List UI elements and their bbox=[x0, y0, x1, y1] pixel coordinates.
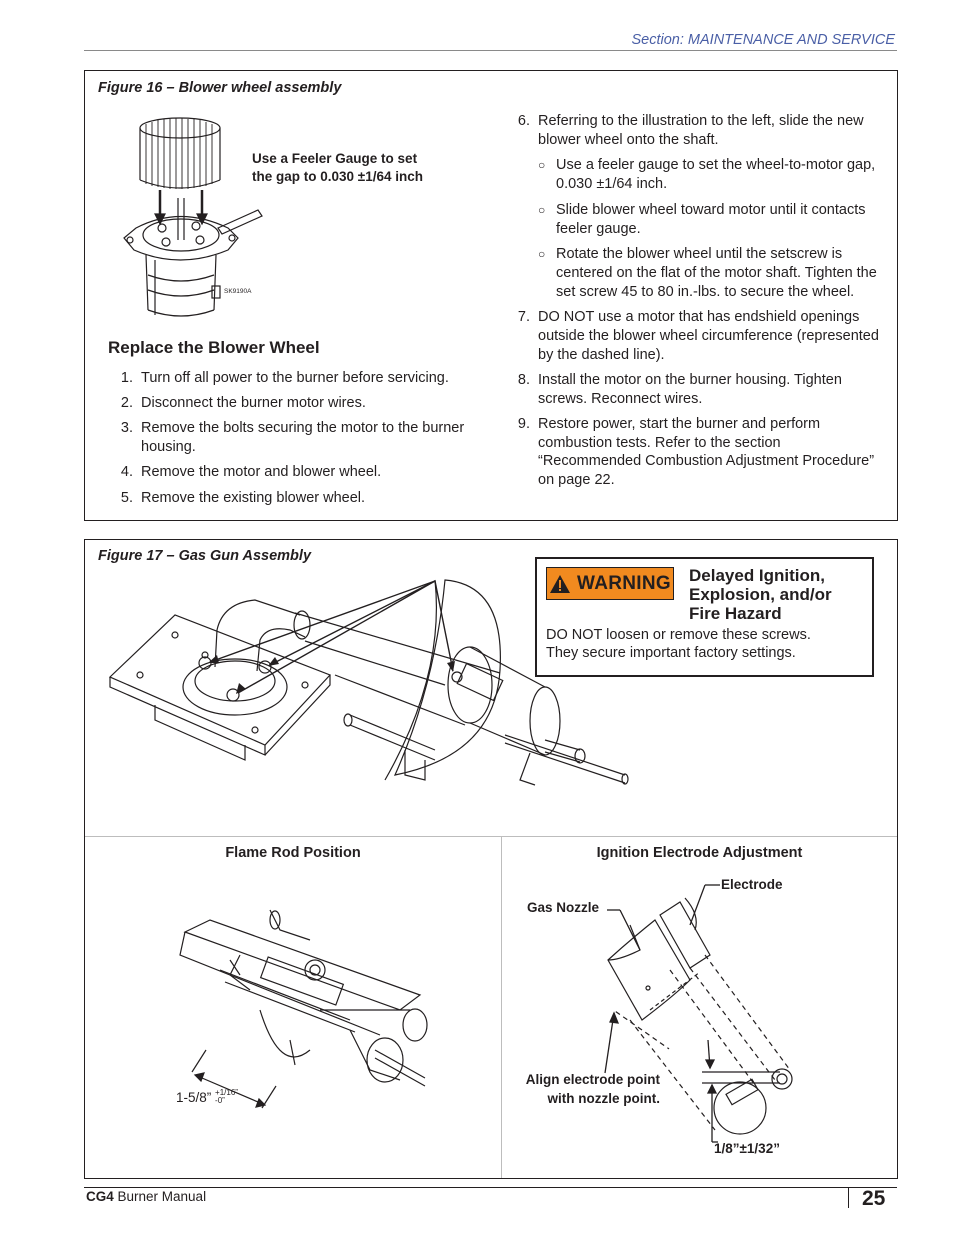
warning-triangle-icon bbox=[550, 574, 571, 593]
list-item: 2.Disconnect the burner motor wires. bbox=[120, 395, 366, 412]
align-label: Align electrode point with nozzle point. bbox=[525, 1072, 660, 1106]
flame-rod-dimension: 1-5/8” +1/16” -0” bbox=[176, 1088, 238, 1106]
list-item: 3.Remove the bolts securing the motor to… bbox=[120, 420, 465, 456]
ignition-title: Ignition Electrode Adjustment bbox=[596, 845, 803, 861]
tol-plus: +1/16” bbox=[215, 1088, 238, 1097]
gas-nozzle-label: Gas Nozzle bbox=[527, 900, 600, 915]
footer-brand: CG4 bbox=[86, 1189, 114, 1204]
footer-rule bbox=[84, 1187, 897, 1188]
tol-minus: -0” bbox=[215, 1096, 225, 1105]
footer-title: CG4 Burner Manual bbox=[86, 1189, 206, 1204]
footer-divider bbox=[848, 1187, 849, 1208]
callout-line-1: Use a Feeler Gauge to set bbox=[252, 151, 418, 166]
replace-heading: Replace the Blower Wheel bbox=[108, 338, 320, 357]
right-steps: 6.Referring to the illustration to the l… bbox=[508, 112, 886, 496]
list-item: 9.Restore power, start the burner and pe… bbox=[517, 415, 875, 488]
flame-rod-title: Flame Rod Position bbox=[225, 845, 361, 861]
header-rule bbox=[84, 50, 897, 51]
list-item: 6.Referring to the illustration to the l… bbox=[508, 112, 886, 301]
list-item: 5.Remove the existing blower wheel. bbox=[120, 489, 366, 506]
warning-body: DO NOT loosen or remove these screws. Th… bbox=[546, 627, 811, 661]
flame-rod-illustration bbox=[179, 909, 428, 1109]
list-item: 8.Install the motor on the burner housin… bbox=[517, 371, 842, 407]
warning-badge: WARNING bbox=[546, 567, 674, 600]
footer-manual: Burner Manual bbox=[113, 1189, 207, 1204]
list-item: 4.Remove the motor and blower wheel. bbox=[120, 464, 382, 481]
feeler-gauge-callout: Use a Feeler Gauge to set the gap to 0.0… bbox=[252, 150, 423, 186]
gap-label: 1/8”±1/32” bbox=[714, 1141, 780, 1156]
electrode-label: Electrode bbox=[721, 877, 783, 892]
warning-title: Delayed Ignition, Explosion, and/or Fire… bbox=[689, 566, 832, 623]
replace-steps-list: 1.Turn off all power to the burner befor… bbox=[111, 369, 476, 514]
blower-wheel-illustration: SK9190A bbox=[123, 117, 263, 317]
figure17-box bbox=[84, 539, 898, 1179]
gas-gun-illustration bbox=[108, 579, 629, 786]
list-item: 7.DO NOT use a motor that has endshield … bbox=[517, 309, 879, 363]
figure17-divider bbox=[85, 836, 897, 837]
figure17-caption: Figure 17 – Gas Gun Assembly bbox=[98, 548, 312, 564]
figure16-box bbox=[84, 70, 898, 521]
warning-label: WARNING bbox=[577, 572, 671, 594]
sub-list-item: ○Slide blower wheel toward motor until i… bbox=[538, 201, 866, 237]
callout-line-2: the gap to 0.030 ±1/64 inch bbox=[252, 169, 423, 184]
figure16-caption: Figure 16 – Blower wheel assembly bbox=[98, 80, 342, 96]
sub-list-item: ○Use a feeler gauge to set the wheel-to-… bbox=[538, 157, 876, 193]
dim-value: 1-5/8” bbox=[176, 1090, 212, 1105]
part-code: SK9190A bbox=[224, 288, 252, 295]
figure17-vdivider bbox=[501, 837, 502, 1178]
list-item: 1.Turn off all power to the burner befor… bbox=[120, 370, 449, 386]
page-number: 25 bbox=[862, 1187, 886, 1210]
ignition-electrode-illustration bbox=[604, 884, 793, 1143]
section-header: Section: MAINTENANCE AND SERVICE bbox=[631, 32, 896, 48]
sub-list-item: ○Rotate the blower wheel until the setsc… bbox=[538, 246, 877, 300]
